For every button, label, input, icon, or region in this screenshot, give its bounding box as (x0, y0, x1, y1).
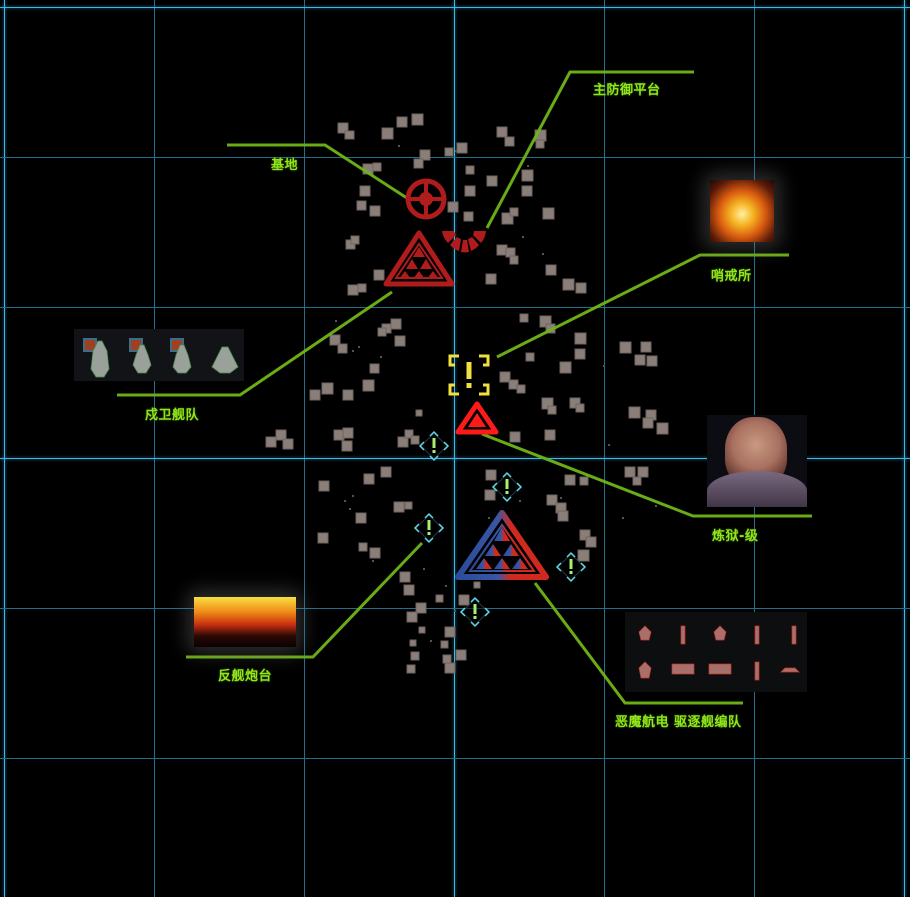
objective-exclamation-icon[interactable] (448, 354, 490, 396)
inferno-class-portrait[interactable] (707, 415, 807, 507)
grid-line-horizontal (0, 758, 910, 759)
grid-line-vertical (304, 0, 305, 897)
base-label: 基地 (271, 158, 299, 173)
grid-line-horizontal-center (0, 458, 910, 459)
demon-destroyer-fleet-label: 恶魔航电 驱逐舰编队 (615, 715, 742, 730)
enemy-triangle-icon[interactable] (383, 230, 455, 287)
player-start-triangle-icon[interactable] (455, 510, 549, 580)
waypoint-icon[interactable] (460, 597, 490, 627)
demon-destroyer-fleet-panel[interactable] (625, 612, 807, 692)
grid-line-vertical (904, 0, 905, 897)
portrait-suit (707, 471, 807, 507)
waypoint-icon[interactable] (556, 552, 586, 582)
grid-line-vertical (604, 0, 605, 897)
grid-line-vertical-center (454, 0, 455, 897)
grid-line-vertical (154, 0, 155, 897)
hazard-triangle-icon[interactable] (455, 401, 499, 435)
anti-ship-battery-thumbnail-icon[interactable] (194, 597, 296, 647)
grid-line-horizontal (0, 7, 910, 8)
demon-destroyer-ships (638, 625, 800, 681)
guard-fleet-ships (83, 338, 239, 378)
waypoint-icon[interactable] (414, 513, 444, 543)
defense-platform-arc-icon[interactable] (442, 231, 486, 253)
guard-fleet-label: 戍卫舰队 (145, 408, 200, 423)
anti-ship-battery-label: 反舰炮台 (218, 669, 273, 684)
grid-line-horizontal (0, 157, 910, 158)
guard-fleet-panel[interactable] (74, 329, 244, 381)
outpost-thumbnail-fire-icon[interactable] (710, 180, 774, 242)
grid-line-vertical (4, 0, 5, 897)
waypoint-icon[interactable] (419, 431, 449, 461)
grid-line-horizontal (0, 307, 910, 308)
waypoint-icon[interactable] (492, 472, 522, 502)
base-crosshair-icon[interactable] (405, 178, 447, 220)
inferno-class-label: 炼狱-级 (712, 529, 759, 544)
outpost-label: 哨戒所 (711, 269, 752, 284)
grid-line-horizontal (0, 608, 910, 609)
main-defense-platform-label: 主防御平台 (593, 83, 661, 98)
